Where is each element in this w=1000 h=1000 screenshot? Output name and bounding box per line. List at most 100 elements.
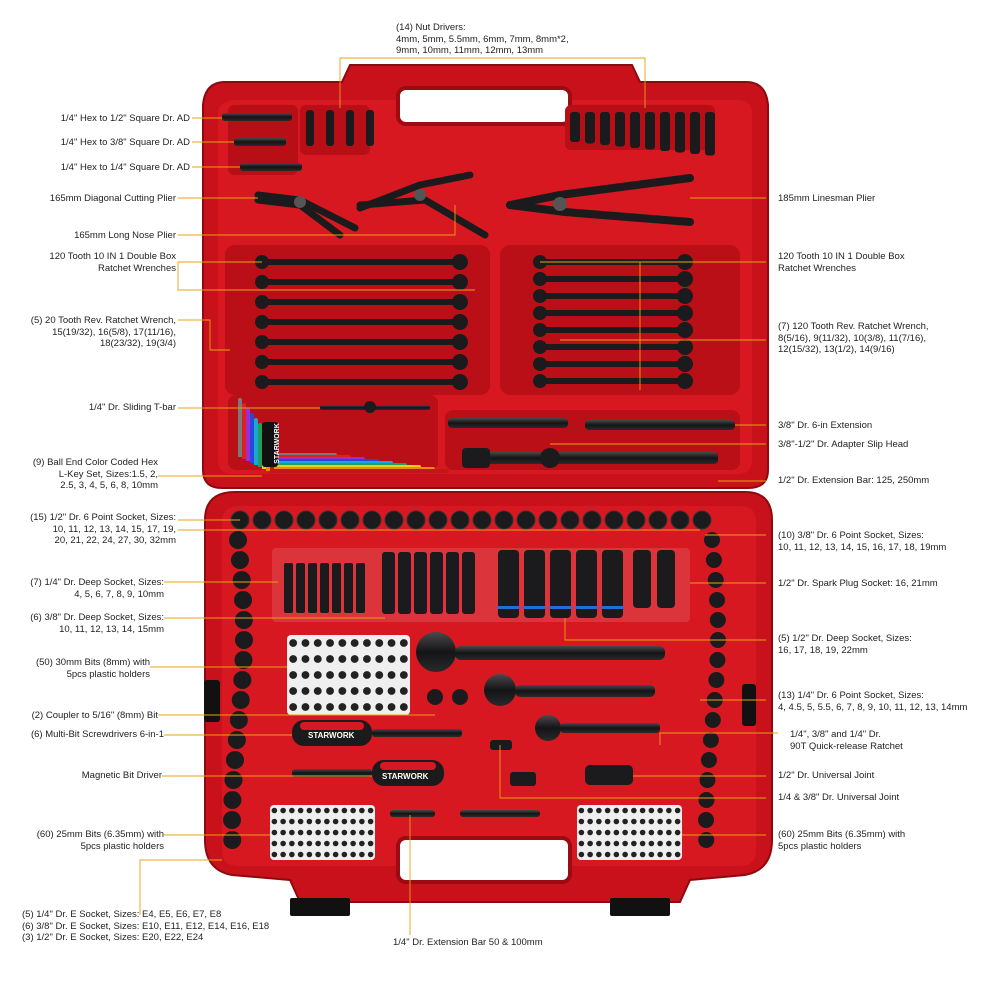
label-dbox-left: 120 Tooth 10 IN 1 Double Box Ratchet Wre… (49, 251, 176, 274)
wrench-end (677, 305, 693, 321)
socket (406, 510, 426, 530)
bit (604, 818, 611, 825)
bit (338, 703, 347, 711)
bit (367, 818, 374, 825)
bit (315, 851, 321, 858)
bit (666, 851, 672, 858)
socket (224, 771, 243, 789)
bit (332, 829, 339, 836)
bit (315, 818, 321, 825)
bit-holder-30mm (287, 635, 410, 715)
label-coupler: (2) Coupler to 5/16" (8mm) Bit (31, 710, 158, 721)
leader-line (340, 57, 646, 108)
bit (639, 840, 646, 847)
bit (315, 840, 321, 847)
label-dbox-right: 120 Tooth 10 IN 1 Double Box Ratchet Wre… (778, 251, 905, 274)
wrench-end (677, 288, 693, 304)
leader-line (499, 745, 766, 799)
bit-holder (270, 805, 375, 860)
label-adapter: 3/8"-1/2" Dr. Adapter Slip Head (778, 439, 909, 450)
bit (399, 671, 408, 679)
label-magnetic: Magnetic Bit Driver (81, 770, 162, 781)
bit (306, 829, 313, 836)
bit (613, 851, 620, 858)
wrench (540, 344, 685, 350)
socket (233, 671, 252, 689)
socket (229, 711, 248, 729)
bit (326, 703, 334, 711)
latch-left (204, 680, 220, 722)
brand-logo-hexkey: STARWORK (273, 423, 281, 464)
label-extbar: 1/2" Dr. Extension Bar: 125, 250mm (778, 475, 930, 486)
bit (326, 687, 334, 695)
deep-socket (296, 563, 305, 613)
socket (296, 510, 316, 530)
label-deep7: (7) 1/4" Dr. Deep Socket, Sizes: 4, 5, 6… (30, 577, 164, 600)
bit (387, 687, 396, 695)
bit (604, 851, 611, 858)
label-hexkey: (9) Ball End Color Coded Hex L-Key Set, … (32, 457, 158, 491)
spark-plug-socket (633, 550, 651, 608)
handle-slot-bottom (396, 836, 572, 884)
bit (297, 818, 304, 825)
bit (648, 818, 655, 825)
handle-slot-top (396, 86, 572, 126)
socket-ring (576, 606, 597, 609)
leader-line (139, 859, 222, 915)
wrench (262, 279, 460, 285)
bit (280, 851, 286, 858)
nut-driver (346, 110, 354, 146)
nut-driver (326, 110, 334, 146)
bit (359, 829, 365, 836)
bit (363, 703, 371, 711)
deep-socket (332, 563, 341, 613)
bit (306, 807, 313, 814)
wrench-end (533, 374, 547, 388)
leader-line (659, 732, 778, 745)
hex-adapters (222, 113, 302, 171)
bit (613, 807, 620, 814)
bit (674, 829, 681, 836)
bit (324, 829, 330, 836)
deep-socket (356, 563, 365, 613)
wrench (540, 361, 685, 367)
label-nut-drivers: (14) Nut Drivers: 4mm, 5mm, 5.5mm, 6mm, … (396, 22, 569, 56)
nut-driver (306, 110, 314, 146)
bit (297, 807, 304, 814)
bit (341, 807, 348, 814)
label-socket10: (10) 3/8" Dr. 6 Point Socket, Sizes: 10,… (778, 530, 947, 553)
bit (367, 851, 374, 858)
socket (692, 510, 712, 530)
bit (587, 840, 593, 847)
bit (587, 807, 593, 814)
bit (399, 703, 408, 711)
bit (631, 829, 637, 836)
socket-ring (550, 606, 571, 609)
bit (350, 639, 359, 647)
socket (223, 811, 242, 829)
bit (324, 818, 330, 825)
wrench-end (255, 355, 269, 369)
socket (232, 571, 251, 589)
bit (271, 829, 278, 836)
bit (350, 818, 356, 825)
socket (698, 812, 715, 828)
socket (708, 672, 725, 688)
hex-key-holder (262, 422, 278, 467)
bit (332, 818, 339, 825)
socket (648, 510, 668, 530)
socket (428, 510, 448, 530)
socket (223, 791, 242, 809)
bit (622, 840, 628, 847)
bit (301, 639, 310, 647)
bit (315, 807, 321, 814)
bit (359, 807, 365, 814)
socket (698, 832, 715, 848)
wrench (262, 359, 460, 365)
wrench-end (452, 334, 468, 350)
bit (332, 807, 339, 814)
bit (578, 818, 585, 825)
socket (626, 510, 646, 530)
socket (494, 510, 514, 530)
socket-ring (524, 606, 545, 609)
